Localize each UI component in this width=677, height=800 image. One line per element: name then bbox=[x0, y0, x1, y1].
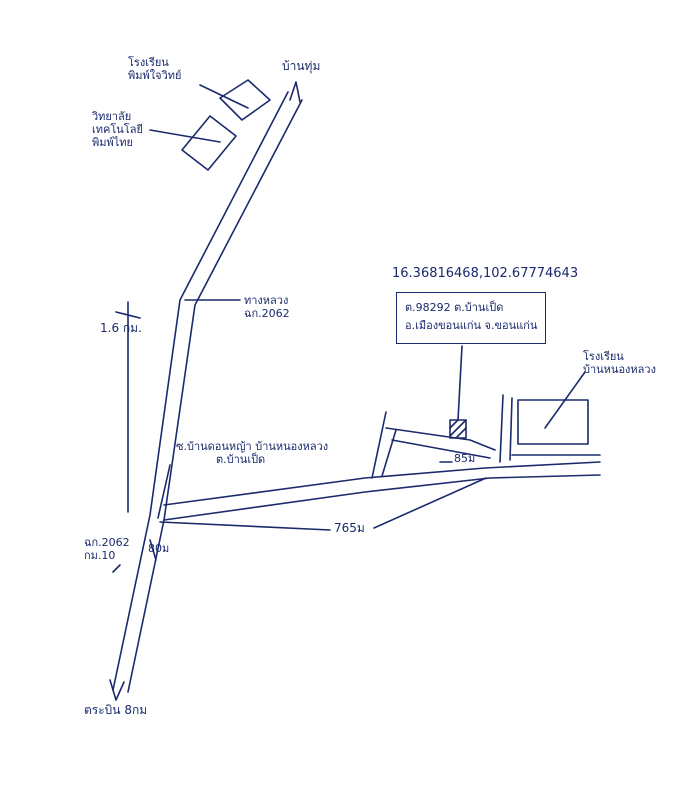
address-line-1: ต.98292 ต.บ้านเป็ด bbox=[405, 301, 504, 314]
college-line-3: พิมพ์ไทย bbox=[92, 136, 133, 149]
village-line-2: ต.บ้านเป็ด bbox=[216, 453, 266, 466]
village-label: ซ.บ้านดอนหญ้า บ้านหนองหลวง ต.บ้านเป็ด bbox=[176, 440, 328, 466]
address-box: ต.98292 ต.บ้านเป็ด อ.เมืองขอนแก่น จ.ขอนแ… bbox=[396, 292, 546, 344]
school-right-building bbox=[517, 399, 589, 445]
road-name-line-2: ฉก.2062 bbox=[244, 307, 290, 320]
main-highway bbox=[112, 91, 303, 693]
road-km-line-1: ฉก.2062 bbox=[84, 536, 130, 549]
road-km-line-2: กม.10 bbox=[84, 549, 116, 562]
side-road-east bbox=[163, 461, 601, 521]
site-block-lines bbox=[385, 427, 496, 459]
cross-street-1 bbox=[371, 411, 397, 479]
junction-distance-label: 80ม bbox=[148, 542, 170, 555]
school-top-building bbox=[219, 79, 271, 121]
village-line-1: ซ.บ้านดอนหญ้า บ้านหนองหลวง bbox=[176, 440, 329, 453]
school-right-line-1: โรงเรียน bbox=[583, 350, 624, 363]
college-line-1: วิทยาลัย bbox=[92, 110, 132, 123]
school-right-label: โรงเรียน บ้านหนองหลวง bbox=[583, 350, 656, 376]
college-line-2: เทคโนโลยี bbox=[92, 123, 143, 136]
short-distance-label: 85ม bbox=[454, 452, 476, 465]
south-arrow-icon bbox=[109, 679, 125, 701]
college-building bbox=[181, 115, 237, 171]
address-line-2: อ.เมืองขอนแก่น จ.ขอนแก่น bbox=[405, 319, 538, 332]
college-label: วิทยาลัย เทคโนโลยี พิมพ์ไทย bbox=[92, 110, 143, 149]
south-direction-label: ตระบิน 8กม bbox=[84, 703, 148, 717]
school-top-line-1: โรงเรียน bbox=[128, 56, 169, 69]
road-km-label: ฉก.2062 กม.10 bbox=[84, 536, 130, 562]
target-site-marker bbox=[449, 419, 467, 439]
school-top-label: โรงเรียน พิมพ์ใจวิทย์ bbox=[128, 56, 181, 82]
north-arrow-icon bbox=[289, 81, 301, 103]
school-top-line-2: พิมพ์ใจวิทย์ bbox=[128, 69, 182, 82]
road-name-line-1: ทางหลวง bbox=[244, 294, 289, 307]
coordinates-label: 16.36816468,102.67774643 bbox=[392, 266, 579, 281]
north-direction-label: บ้านทุ่ม bbox=[282, 59, 321, 73]
road-name-label: ทางหลวง ฉก.2062 bbox=[244, 294, 290, 320]
school-right-line-2: บ้านหนองหลวง bbox=[583, 363, 656, 376]
distance-north-leader bbox=[115, 301, 141, 513]
distance-north-label: 1.6 กม. bbox=[100, 321, 142, 335]
cross-street-2 bbox=[499, 394, 513, 463]
distance-east-label: 765ม bbox=[334, 521, 365, 535]
